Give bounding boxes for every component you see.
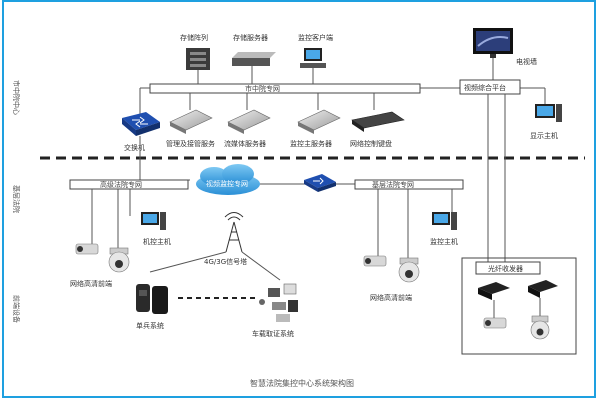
fiber-group-box <box>461 257 577 355</box>
top-connections <box>139 58 546 116</box>
storage-array-icon <box>186 48 210 70</box>
fiber-bullet-camera-icon <box>483 317 507 329</box>
display-host-icon <box>535 104 562 122</box>
base-court-network-label: 基层法院专网 <box>372 180 414 189</box>
video-network-cloud-icon <box>196 164 260 195</box>
control-host-left-icon <box>141 212 166 230</box>
city-private-network-bar <box>149 83 421 94</box>
storage-server-icon <box>232 52 276 66</box>
network-keyboard-label: 网络控制键盘 <box>350 139 392 148</box>
camera-left-label: 网络高清前端 <box>70 279 112 288</box>
video-platform-label: 视频综合平台 <box>464 83 506 92</box>
control-host-right-icon <box>432 212 457 230</box>
fiber-dome-camera-icon <box>530 315 550 340</box>
switch-label: 交换机 <box>124 143 145 152</box>
camera-right-label: 网络高清前端 <box>370 293 412 302</box>
section-label-top: 市中院中心 <box>12 80 21 115</box>
monitor-client-label: 监控客户端 <box>298 33 333 42</box>
storage-array-label: 存储阵列 <box>180 33 208 42</box>
tower-right-link <box>241 251 281 281</box>
vehicle-system-label: 车载取证系统 <box>252 329 294 338</box>
camera-left-dome-icon <box>108 247 130 273</box>
single-soldier-icon <box>136 284 168 314</box>
storage-server-label: 存储服务器 <box>233 33 268 42</box>
fiber-transceiver-box <box>475 261 541 275</box>
fiber-device-left-icon <box>478 282 510 300</box>
tower-left-link <box>149 251 227 273</box>
video-platform-box <box>459 79 521 95</box>
tv-wall-icon <box>473 28 513 58</box>
base-court-network-bar <box>354 179 464 190</box>
monitor-server-label: 监控主服务器 <box>290 139 332 148</box>
video-network-label: 视频监控专网 <box>206 179 248 188</box>
control-host-left-label: 机控主机 <box>143 237 171 246</box>
control-host-right-label: 监控主机 <box>430 237 458 246</box>
middle-switch-icon <box>304 174 336 192</box>
switch-icon <box>122 112 160 136</box>
diagram-caption: 智慧法院集控中心系统架构图 <box>250 378 354 388</box>
display-host-label: 显示主机 <box>530 131 558 140</box>
camera-right-dome-icon <box>398 257 420 283</box>
city-private-network-label: 市中院专网 <box>245 84 280 93</box>
high-court-network-label: 高级法院专网 <box>100 180 142 189</box>
section-label-middle: 基层法院 <box>12 185 21 213</box>
vehicle-system-icon <box>259 283 298 322</box>
mgmt-server-label: 管理及接管服务 <box>166 139 215 148</box>
fiber-transceiver-label: 光纤收发器 <box>488 264 523 273</box>
monitor-server-icon <box>297 109 341 134</box>
fiber-device-right-icon <box>528 280 558 298</box>
tv-wall-label: 电视墙 <box>516 57 537 66</box>
monitor-client-icon <box>300 48 326 68</box>
stream-server-icon <box>227 109 271 134</box>
network-keyboard-icon <box>351 111 405 132</box>
mgmt-server-icon <box>169 109 213 134</box>
camera-left-bullet-icon <box>75 243 99 255</box>
single-soldier-label: 单兵系统 <box>136 321 164 330</box>
signal-tower-icon <box>224 212 244 253</box>
camera-right-bullet-icon <box>363 255 387 267</box>
signal-tower-label: 4G/3G信号塔 <box>204 257 247 266</box>
high-court-network-bar <box>69 179 189 190</box>
section-label-bottom: 前端设备 <box>12 295 21 323</box>
stream-server-label: 流媒体服务器 <box>224 139 266 148</box>
